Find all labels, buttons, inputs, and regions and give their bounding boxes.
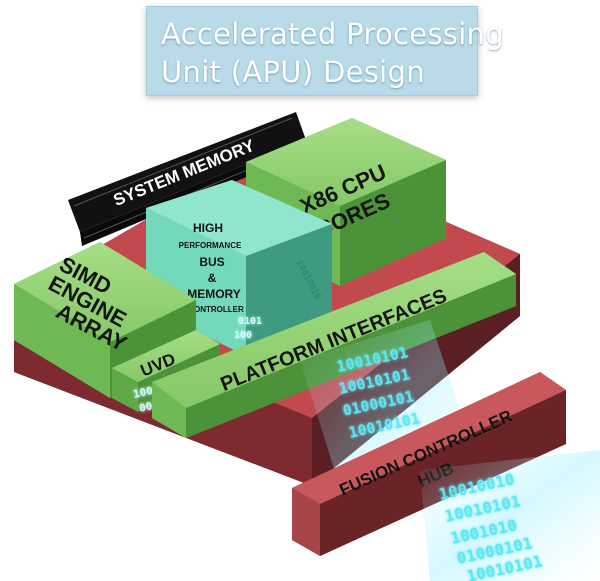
title-line-1: Accelerated Processing xyxy=(161,17,504,51)
bus-label-bus: BUS xyxy=(199,255,224,269)
bus-label-controller: CONTROLLER xyxy=(188,305,244,314)
bus-label-performance: PERFORMANCE xyxy=(179,241,242,250)
bus-label-memory: MEMORY xyxy=(187,287,241,301)
bus-binary-line-3: 100 xyxy=(234,330,252,341)
title-line-2: Unit (APU) Design xyxy=(161,55,425,89)
binary-stream-hub: 10010010 10010101 1001010 01000101 10010… xyxy=(420,450,600,581)
bus-label-high: HIGH xyxy=(193,221,223,235)
bus-label-ampersand: & xyxy=(208,271,217,285)
title-box: Accelerated Processing Unit (APU) Design xyxy=(146,6,504,96)
bus-binary-line-2: 0101 xyxy=(238,316,262,327)
bus-memory-controller-block: HIGH PERFORMANCE BUS & MEMORY CONTROLLER… xyxy=(146,180,332,356)
